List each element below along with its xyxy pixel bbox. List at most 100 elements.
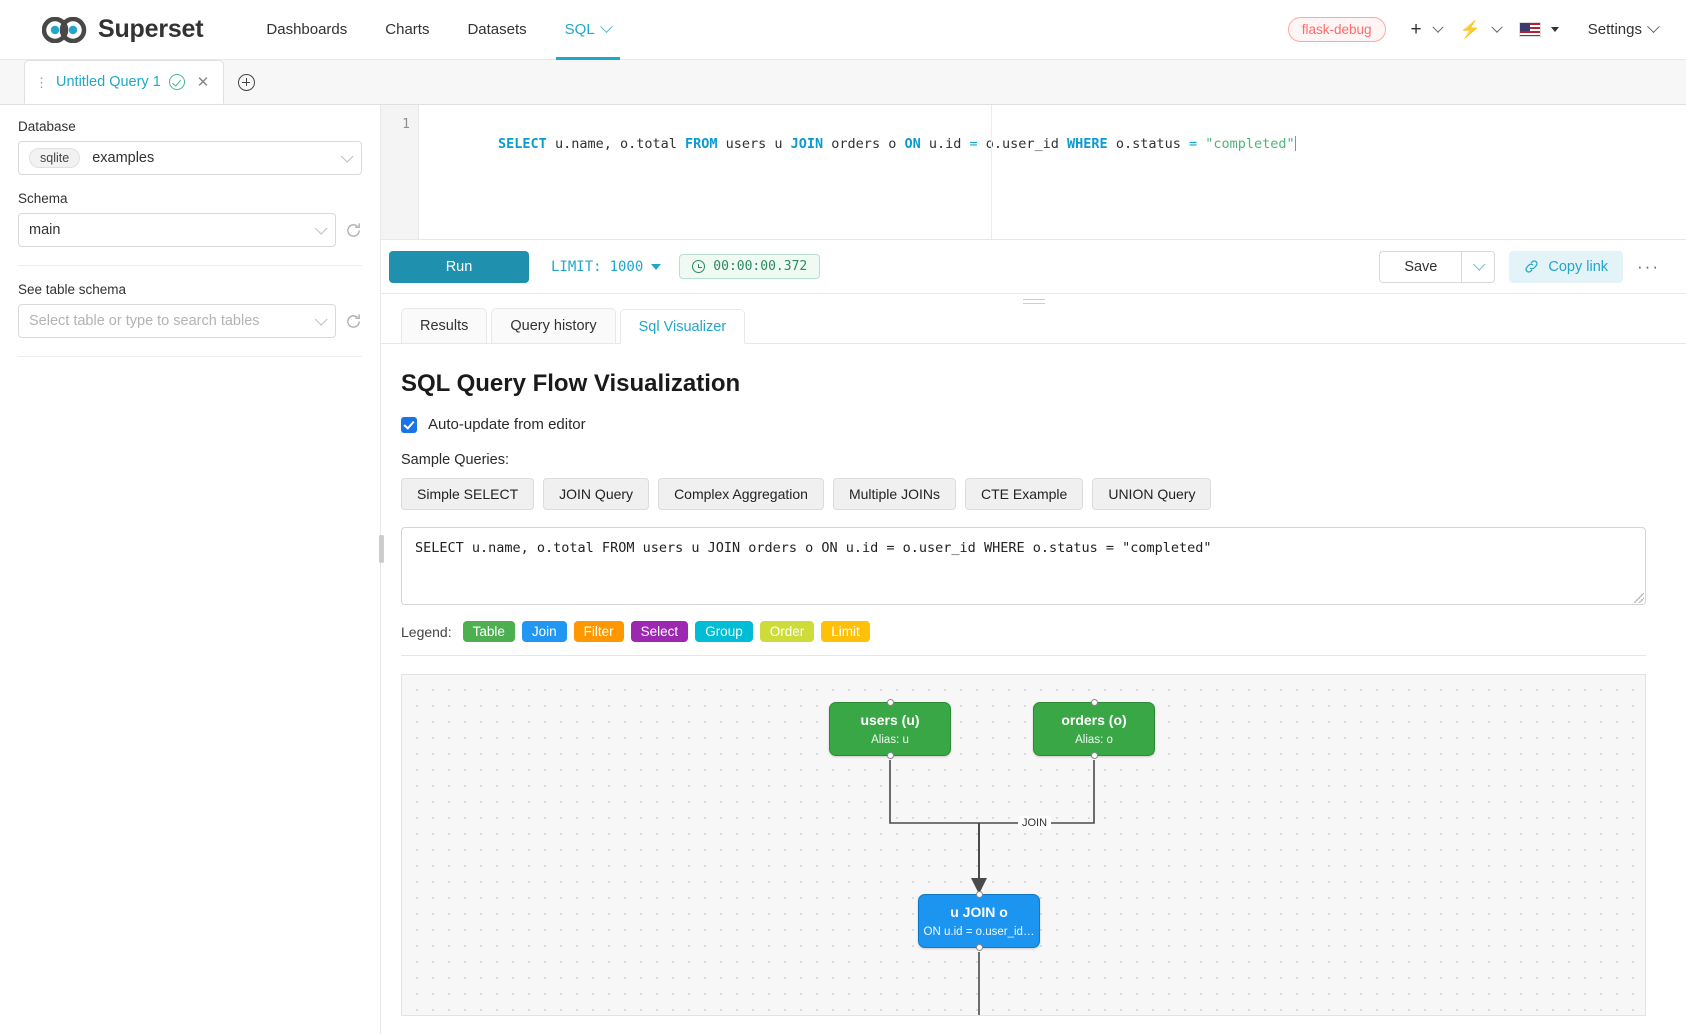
sample-query-button-5[interactable]: UNION Query	[1092, 478, 1212, 510]
code-token: orders o	[823, 136, 905, 152]
chevron-down-icon	[340, 149, 354, 163]
auto-update-checkbox[interactable]	[401, 416, 417, 433]
node-port-top[interactable]	[886, 699, 894, 706]
navbar-right: flask-debug + ⚡ Settings	[1287, 16, 1664, 43]
sample-query-button-1[interactable]: JOIN Query	[543, 478, 650, 510]
tab-query-history[interactable]: Query history	[491, 308, 616, 343]
node-port-top[interactable]	[1090, 699, 1098, 706]
chevron-down-icon	[314, 312, 328, 326]
sample-query-button-2[interactable]: Complex Aggregation	[658, 478, 824, 510]
page-title: SQL Query Flow Visualization	[401, 370, 741, 397]
table-select[interactable]: Select table or type to search tables	[18, 304, 336, 338]
legend-chip-group: Group	[695, 621, 753, 642]
tab-sql-visualizer[interactable]: Sql Visualizer	[619, 309, 746, 344]
code-token: =	[1188, 136, 1198, 152]
save-button[interactable]: Save	[1379, 250, 1462, 283]
us-flag-icon	[1518, 22, 1541, 37]
legend-chip-order: Order	[759, 621, 815, 642]
nav-link-label: Charts	[385, 21, 430, 38]
drag-handle-icon	[1022, 296, 1045, 307]
settings-label: Settings	[1587, 21, 1642, 38]
textarea-resize-grip[interactable]	[1634, 593, 1644, 603]
query-tab-untitled-query-1[interactable]: ⋮ Untitled Query 1 ✕	[24, 60, 225, 104]
save-dropdown-button[interactable]	[1461, 250, 1496, 283]
tab-results[interactable]: Results	[401, 308, 488, 343]
node-port-bottom[interactable]	[886, 752, 894, 759]
code-token: "completed"	[1205, 136, 1295, 152]
code-token: JOIN	[790, 136, 824, 152]
editor-code[interactable]: SELECT u.name, o.total FROM users u JOIN…	[419, 105, 1686, 239]
sample-query-button-3[interactable]: Multiple JOINs	[832, 478, 956, 510]
sample-query-button-4[interactable]: CTE Example	[964, 478, 1084, 510]
code-token: ON	[904, 136, 921, 152]
result-tabs: Results Query history Sql Visualizer	[381, 308, 1686, 344]
nav-link-datasets[interactable]: Datasets	[448, 0, 545, 60]
editor-gutter: 1	[381, 105, 419, 239]
nav-link-dashboards[interactable]: Dashboards	[247, 0, 366, 60]
more-options-icon[interactable]: ···	[1637, 257, 1660, 276]
schema-value: main	[29, 222, 61, 238]
sql-editor[interactable]: 1 SELECT u.name, o.total FROM users u JO…	[381, 105, 1686, 240]
node-port-bottom[interactable]	[975, 944, 983, 951]
database-engine-pill: sqlite	[29, 148, 81, 168]
panel-splitter-handle[interactable]	[379, 535, 384, 563]
nav-link-charts[interactable]: Charts	[366, 0, 448, 60]
chevron-down-icon	[599, 20, 613, 34]
sidebar-divider-2	[18, 356, 362, 357]
brand-name: Superset	[98, 15, 204, 43]
legend-label: Legend:	[401, 623, 452, 640]
graph-canvas[interactable]: JOIN users (u)Alias: u orders (o)Alias: o…	[401, 674, 1646, 1016]
database-value: examples	[92, 150, 155, 166]
legend-chip-select: Select	[630, 621, 689, 642]
nav-link-label: SQL	[564, 21, 595, 38]
graph-node-users[interactable]: users (u)Alias: u	[829, 699, 951, 759]
code-token: u.name, o.total	[546, 136, 685, 152]
tab-label: Query history	[510, 318, 597, 334]
node-port-top[interactable]	[975, 891, 983, 898]
table-schema-label: See table schema	[18, 282, 127, 297]
auto-update-row: Auto-update from editor	[401, 416, 1646, 433]
schema-field: Schema main	[18, 191, 362, 247]
sample-query-button-0[interactable]: Simple SELECT	[401, 478, 535, 510]
new-item-button[interactable]: +	[1404, 16, 1449, 43]
nav-link-sql[interactable]: SQL	[546, 0, 630, 60]
auto-update-label: Auto-update from editor	[428, 416, 586, 433]
node-title: orders (o)	[1061, 712, 1127, 728]
settings-menu[interactable]: Settings	[1570, 20, 1664, 38]
copy-link-button[interactable]: Copy link	[1509, 250, 1624, 283]
chevron-down-icon	[1647, 20, 1660, 34]
graph-node-orders[interactable]: orders (o)Alias: o	[1033, 699, 1155, 759]
sql-sidebar: Database sqlite examples Schema main	[0, 105, 384, 1034]
schema-select[interactable]: main	[18, 213, 336, 247]
editor-line-number: 1	[402, 117, 410, 132]
save-button-group: Save	[1379, 250, 1496, 283]
add-query-tab-button[interactable]	[224, 60, 269, 104]
editor-vertical-rule	[991, 105, 992, 239]
drag-handle-icon[interactable]: ⋮	[35, 74, 48, 90]
legend-chip-limit: Limit	[821, 621, 870, 642]
query-textarea[interactable]	[401, 527, 1646, 605]
bolt-menu-button[interactable]: ⚡	[1453, 17, 1508, 42]
query-textarea-wrapper	[401, 527, 1646, 605]
database-select[interactable]: sqlite examples	[18, 141, 362, 175]
limit-dropdown[interactable]: LIMIT: 1000	[551, 259, 662, 275]
sidebar-divider	[18, 265, 362, 266]
edge-label-join: JOIN	[1018, 816, 1052, 830]
refresh-icon[interactable]	[345, 313, 362, 330]
node-port-bottom[interactable]	[1090, 752, 1098, 759]
workspace: Database sqlite examples Schema main	[0, 105, 1686, 1034]
nav-link-label: Datasets	[467, 21, 527, 38]
close-icon[interactable]: ✕	[196, 74, 210, 91]
superset-logo[interactable]: Superset	[42, 15, 204, 44]
editor-resize-handle[interactable]	[381, 294, 1686, 308]
run-button[interactable]: Run	[389, 250, 529, 283]
text-caret	[1294, 136, 1296, 151]
timer-value: 00:00:00.372	[713, 259, 808, 274]
code-token: u.id	[920, 136, 970, 152]
legend-chip-filter: Filter	[573, 621, 624, 642]
refresh-icon[interactable]	[345, 222, 362, 239]
schema-label: Schema	[18, 191, 68, 206]
language-picker[interactable]	[1512, 18, 1566, 41]
